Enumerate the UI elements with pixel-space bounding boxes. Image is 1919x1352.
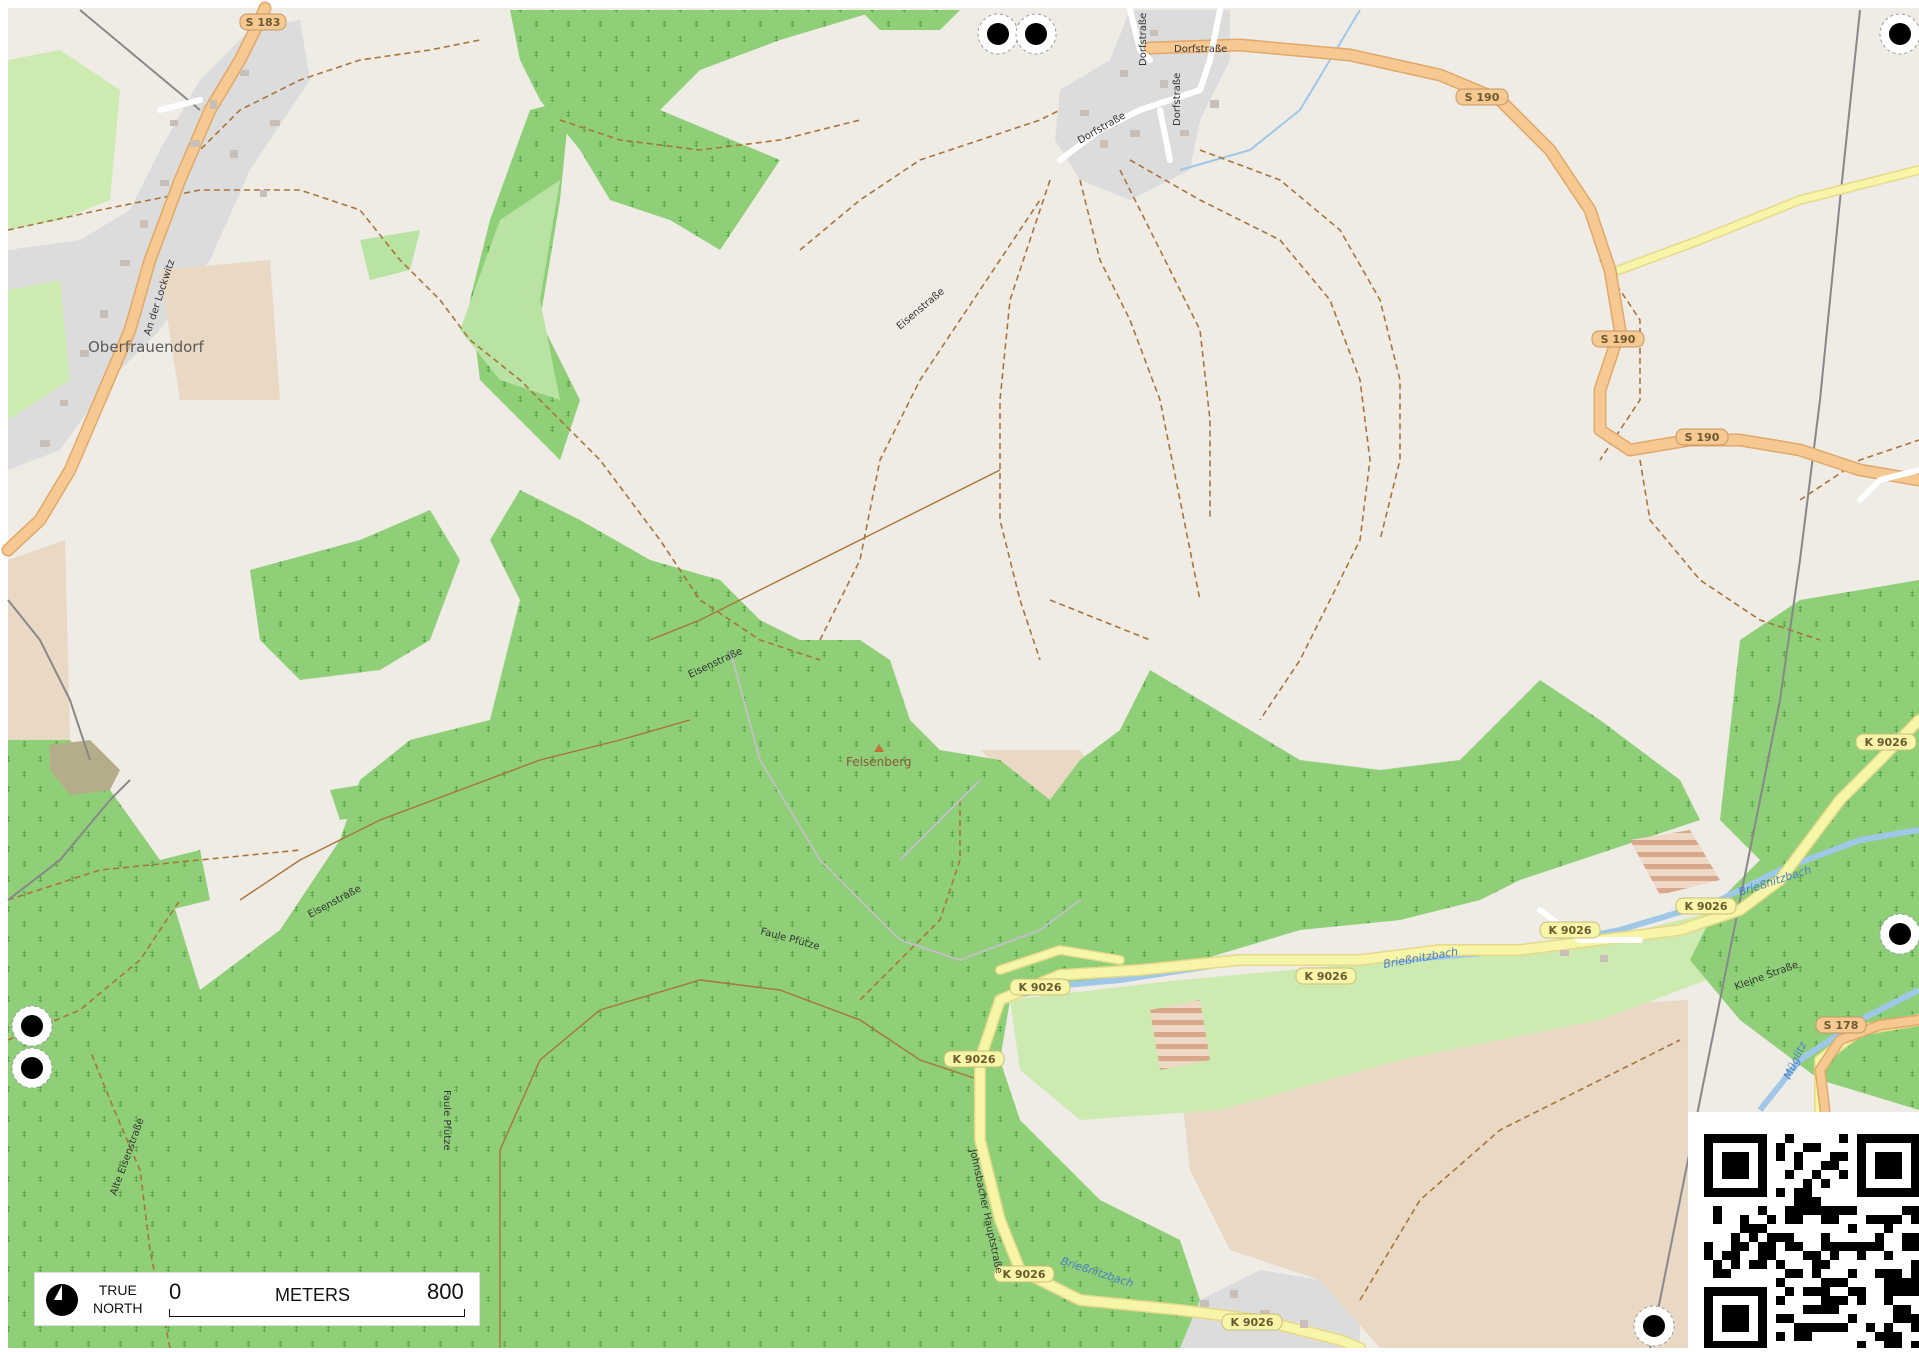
stream-north [1179, 9, 1361, 171]
footpaths [7, 39, 1919, 1348]
service-paths [729, 649, 1081, 962]
forest-north-center [510, 10, 880, 250]
scale-max: 800 [427, 1279, 464, 1304]
shield-k9026-2: K 9026 [953, 1053, 996, 1066]
shield-s190-east: S 190 [1685, 431, 1720, 444]
place-oberfrauendorf: Oberfrauendorf [88, 338, 204, 356]
forest-small-west2 [330, 780, 400, 820]
street-dorfstrasse-vertical: Dorfstraße [1138, 13, 1149, 66]
residential-north-village [1055, 10, 1230, 200]
meadow-river-valley [1010, 910, 1760, 1120]
shield-k9026-7: K 9026 [1003, 1268, 1046, 1281]
shield-s178: S 178 [1824, 1019, 1859, 1032]
scale-unit: METERS [275, 1285, 351, 1305]
pond [50, 740, 120, 795]
allotment-south [1150, 1000, 1210, 1070]
forest-small-west [160, 850, 210, 910]
shield-k9026-5: K 9026 [1685, 900, 1728, 913]
meadow-northwest [8, 50, 120, 230]
shield-k9026-3: K 9026 [1305, 970, 1348, 983]
road-shields [239, 13, 1917, 1331]
local-streets [157, 7, 1919, 943]
north-label-line1: TRUE [98, 1282, 137, 1298]
forest-south [8, 490, 1700, 1348]
secondary-roads [974, 165, 1919, 1348]
meadow-forest-strip2 [360, 230, 420, 280]
street-faule-pfuetze-south: Faule Pfütze [441, 1090, 452, 1151]
peak-marker [874, 744, 884, 752]
forest-west-patch [250, 510, 460, 680]
shield-k9026-1: K 9026 [1019, 981, 1062, 994]
railway-west [7, 599, 91, 761]
shield-s183: S 183 [246, 16, 281, 29]
buildings [40, 30, 1608, 1328]
meadow-west-strip [8, 280, 70, 420]
shield-s190-north: S 190 [1465, 91, 1500, 104]
allotment-east [1630, 830, 1720, 895]
railway-northwest [79, 9, 201, 111]
farmyard-west [160, 260, 280, 400]
shield-k9026-4: K 9026 [1549, 924, 1592, 937]
scale-bar-panel: TRUE NORTH 0 METERS 800 [34, 1272, 480, 1326]
street-dorfstrasse-east: Dorfstraße [1174, 44, 1227, 55]
street-dorfstrasse-v2: Dorfstraße [1172, 73, 1183, 126]
qr-code-pattern [1704, 1134, 1919, 1350]
shield-k9026-6: K 9026 [1865, 736, 1908, 749]
place-felsenberg: Felsenberg [846, 755, 912, 769]
primary-roads [1, 1, 1919, 1116]
forest-small-top [860, 10, 960, 30]
shield-s190-middle: S 190 [1601, 333, 1636, 346]
river-mueglitz [1757, 987, 1919, 1112]
north-label-line2: NORTH [93, 1300, 143, 1316]
tracks [239, 469, 1001, 1348]
scale-zero: 0 [169, 1279, 182, 1304]
registration-marks [11, 13, 1919, 1347]
railway [1649, 9, 1861, 1348]
qr-code [1688, 1112, 1919, 1350]
scale-line [169, 1309, 465, 1317]
north-label: TRUE NORTH [93, 1281, 143, 1317]
railway-southwest [7, 779, 131, 901]
meadow-forest-strip [460, 180, 560, 400]
shield-k9026-8: K 9026 [1231, 1316, 1274, 1329]
farmyard-southeast [1180, 1000, 1688, 1348]
north-arrow-icon [46, 1284, 78, 1316]
